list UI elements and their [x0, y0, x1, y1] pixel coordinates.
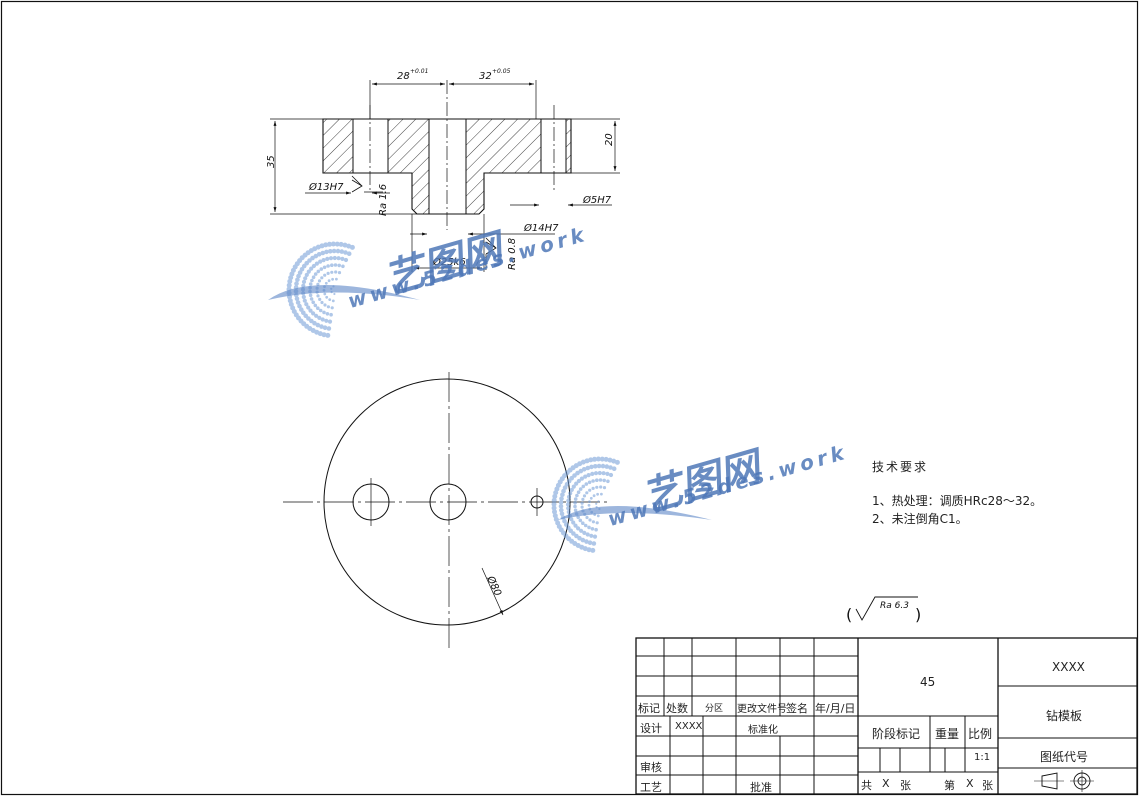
hdr-zone: 分区: [705, 704, 724, 714]
ra-6-3: Ra 6.3: [880, 601, 909, 611]
stage-label: 阶段标记: [872, 727, 921, 741]
review-label: 审核: [640, 761, 662, 774]
of-label: 第: [944, 779, 955, 792]
svg-text:): ): [915, 605, 921, 624]
weight-label: 重量: [935, 727, 960, 741]
process-label: 工艺: [640, 781, 662, 794]
dim-35: 35: [266, 155, 277, 168]
tech-req-title: 技术要求: [872, 460, 929, 474]
roughness-symbol-1: [351, 175, 363, 193]
material: 45: [920, 675, 936, 689]
approve-label: 批准: [750, 781, 772, 794]
part-name: 钻模板: [1046, 709, 1083, 723]
total-unit: 张: [900, 779, 911, 792]
dim-phi5: Ø5H7: [582, 194, 612, 206]
hdr-change-doc: 更改文件号: [737, 704, 787, 715]
standardize-label: 标准化: [748, 725, 778, 736]
ra-1-6: Ra 1.6: [378, 184, 389, 216]
scale-value: 1:1: [974, 752, 991, 763]
dim-28: 28: [397, 71, 410, 82]
watermark-swoosh-1: [268, 285, 420, 300]
designer: XXXX: [675, 721, 703, 732]
of-unit: 张: [982, 779, 993, 792]
dim-phi80: Ø80: [484, 573, 504, 598]
total-label: 共: [861, 779, 872, 792]
dim-20: 20: [604, 133, 615, 146]
hdr-sign: 签名: [786, 702, 808, 715]
hdr-date: 年/月/日: [815, 702, 856, 715]
dim-32: 32: [479, 71, 492, 82]
section-outline: [322, 118, 572, 215]
title-block-grid: [635, 637, 1138, 795]
drawing-no-label: 图纸代号: [1040, 750, 1089, 764]
svg-text:(: (: [846, 605, 852, 624]
dim-phi13: Ø13H7: [308, 181, 344, 193]
of-x: X: [966, 777, 974, 790]
dim-28-tol: +0.01: [410, 68, 428, 75]
roughness-symbol-2: [485, 237, 497, 255]
section-view: [270, 80, 620, 272]
tech-req-item-1: 1、热处理：调质HRc28～32。: [872, 494, 1043, 508]
plan-view: [283, 372, 611, 652]
watermark-swoosh-2: [558, 506, 712, 520]
default-roughness: ( Ra 6.3 ): [846, 596, 921, 624]
watermark-globe-icon-1: [286, 241, 355, 338]
hdr-count: 处数: [666, 702, 688, 715]
company: XXXX: [1052, 660, 1085, 674]
dim-32-tol: +0.05: [492, 68, 511, 75]
technical-requirements: 技术要求 1、热处理：调质HRc28～32。 2、未注倒角C1。: [872, 458, 1042, 528]
projection-symbol-icon: [1034, 770, 1094, 792]
tech-req-item-2: 2、未注倒角C1。: [872, 512, 968, 526]
scale-label: 比例: [968, 727, 993, 741]
dim-phi14: Ø14H7: [523, 222, 559, 234]
ra-0-8: Ra 0.8: [507, 238, 518, 270]
dim-phi25: Ø25k6: [432, 256, 466, 268]
section-hatching: [323, 119, 571, 214]
total-x: X: [882, 777, 890, 790]
watermark-globe-icon-2: [551, 456, 620, 553]
hdr-mark: 标记: [638, 702, 660, 715]
design-label: 设计: [640, 722, 662, 735]
